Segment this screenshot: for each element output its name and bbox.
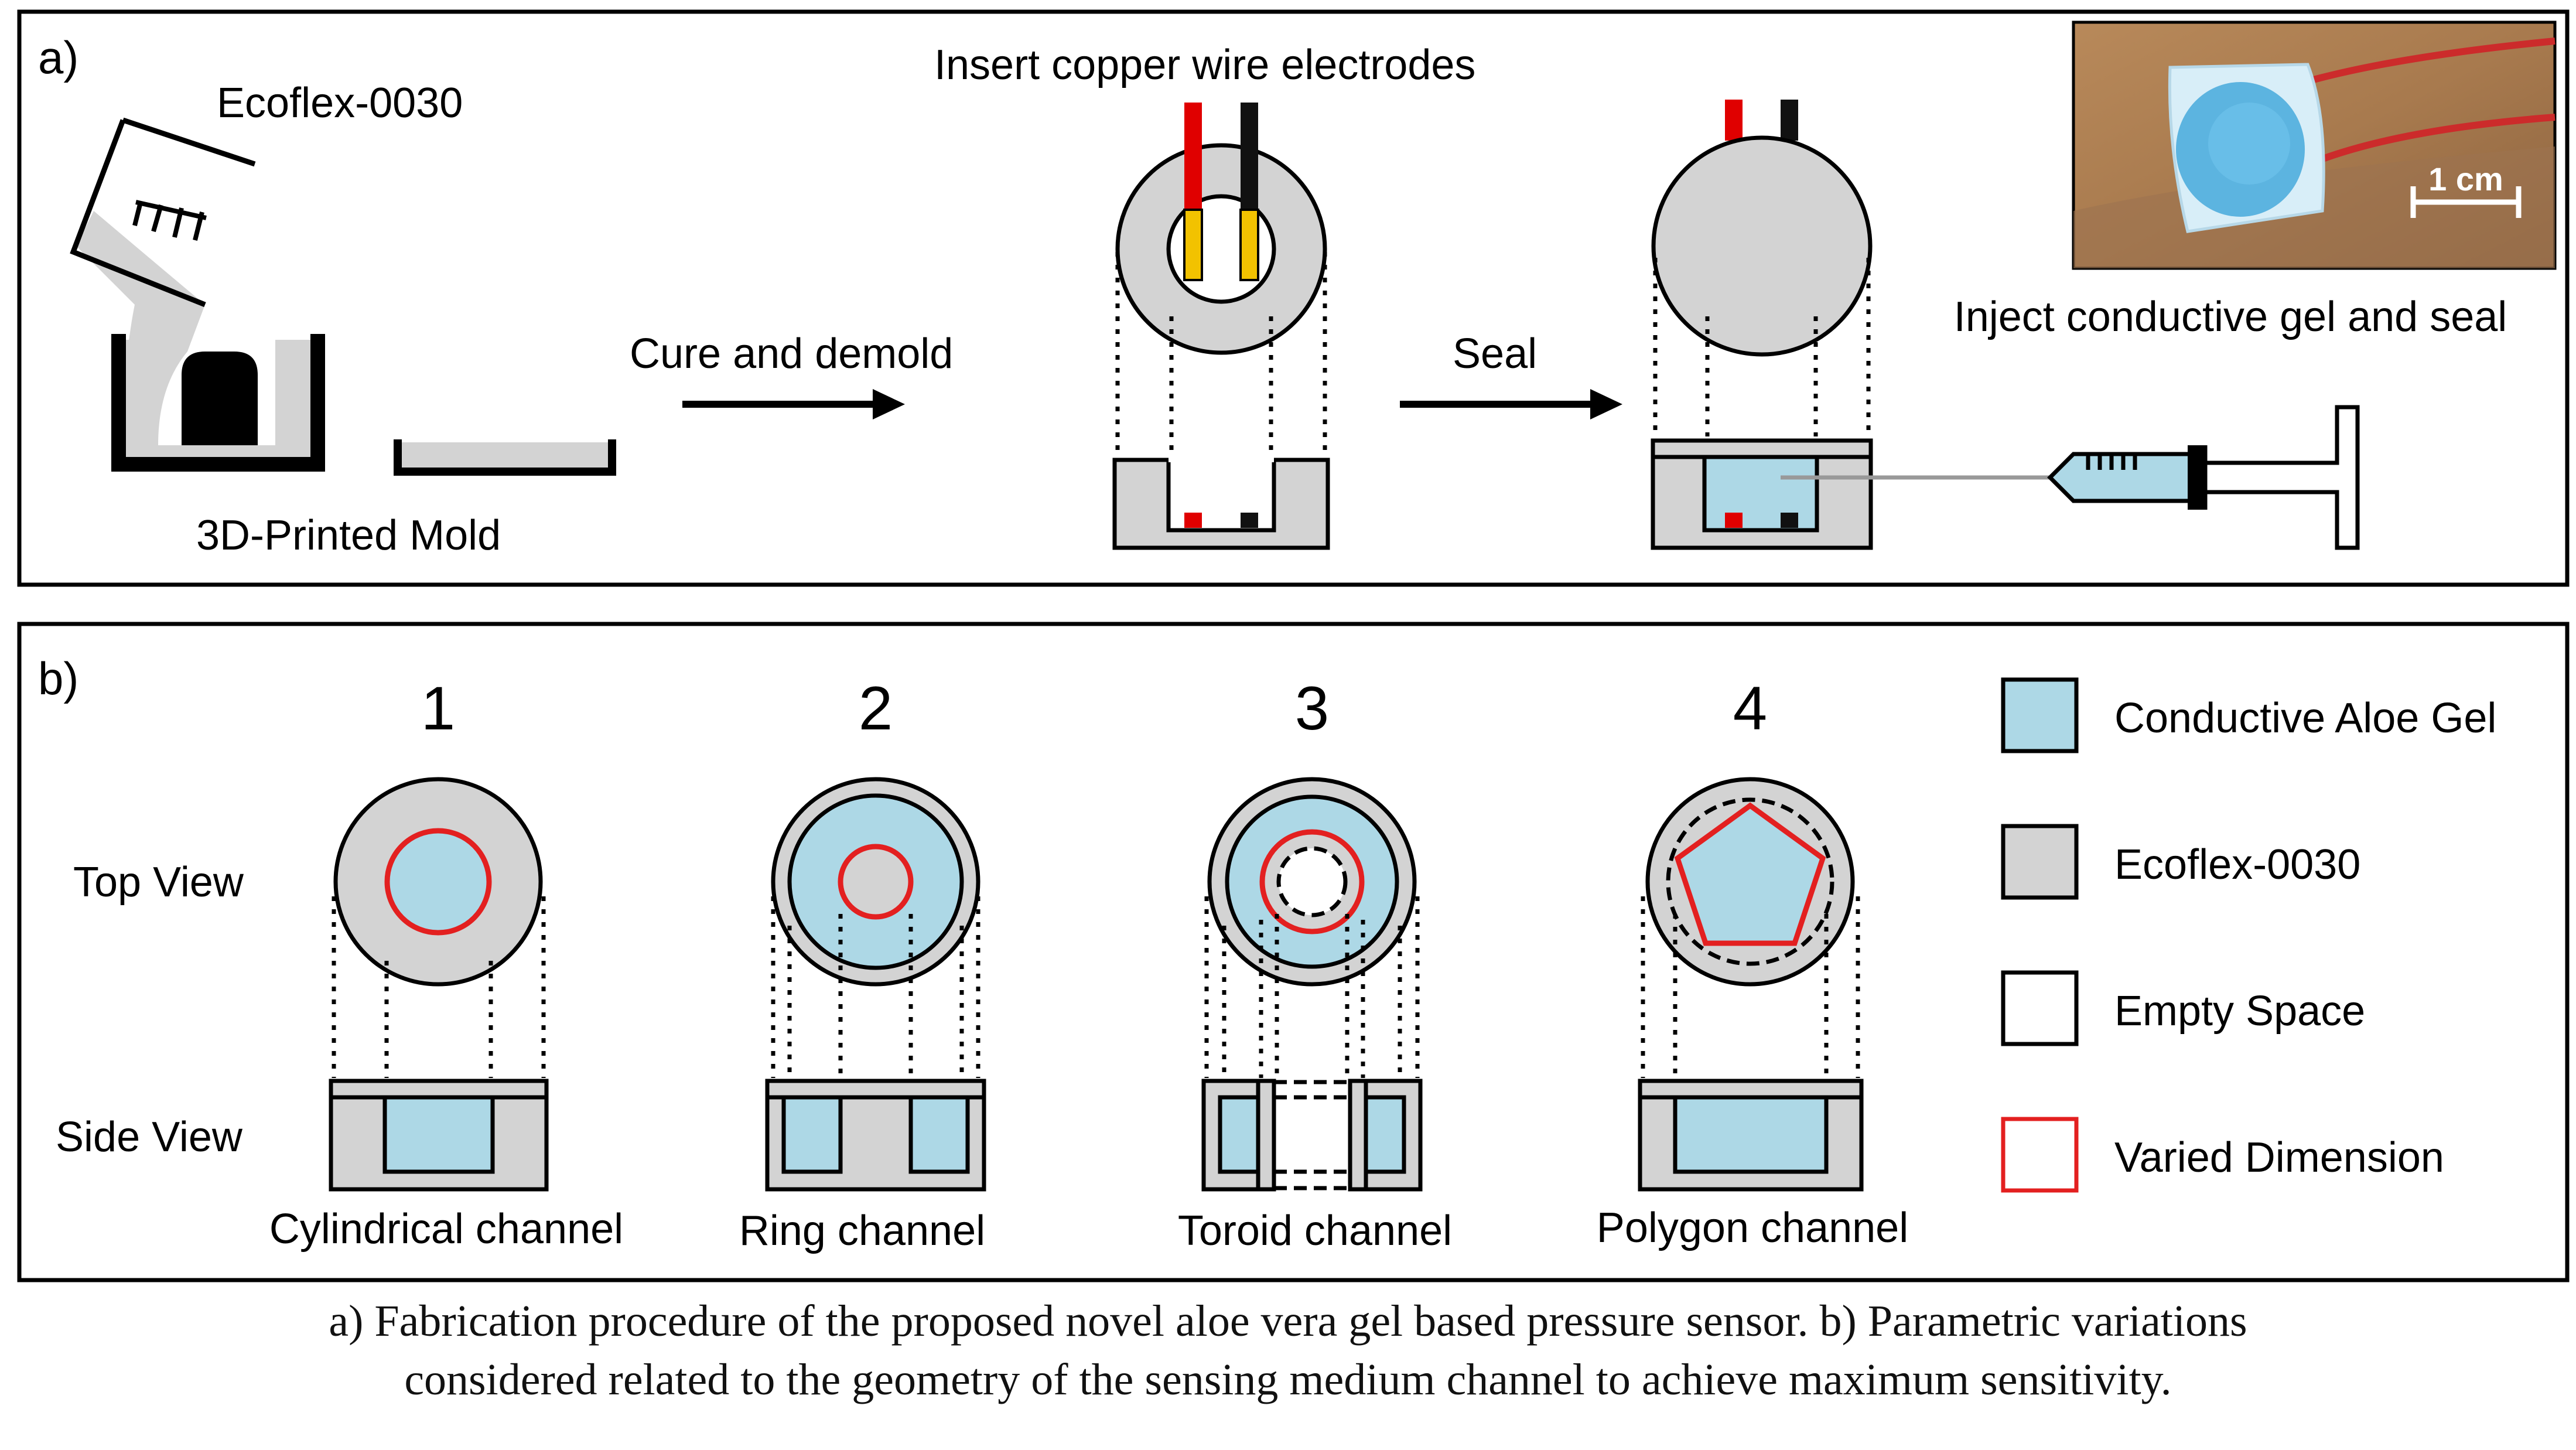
column-caption: Polygon channel [1597,1205,1908,1251]
sealed-projection-lines [1653,258,1871,436]
caption-line-1: a) Fabrication procedure of the proposed… [329,1297,2247,1346]
panel-b: b) Top View Side View 1 2 3 4 Cylindrica… [17,622,2570,1282]
inject-label: Inject conductive gel and seal [1954,294,2507,340]
column-number: 3 [1295,674,1329,743]
toroid-channel-diagram: Toroid channel [1178,777,1452,1254]
syringe [1781,405,2360,550]
side-view-label: Side View [56,1114,243,1161]
cure-label: Cure and demold [630,330,953,377]
sensor-photo: 1 cm [2072,21,2557,270]
panel-a: a) Ecoflex-0030 3D-Printed Mold Cure and… [17,9,2570,587]
ring-channel-diagram: Ring channel [739,777,986,1254]
column-caption: Toroid channel [1178,1207,1452,1254]
legend-label: Empty Space [2114,988,2365,1035]
sealed-side-view [1651,438,1873,550]
insert-label: Insert copper wire electrodes [934,42,1475,88]
top-view-label: Top View [73,859,244,906]
ring-top-view [1115,103,1327,355]
legend: Conductive Aloe Gel Ecoflex-0030 Empty S… [2001,677,2496,1193]
seal-label: Seal [1453,330,1537,377]
legend-label: Ecoflex-0030 [2114,841,2360,888]
varied-swatch-icon [2001,1117,2079,1193]
column-caption: Cylindrical channel [269,1206,623,1253]
column-caption: Ring channel [739,1207,985,1254]
empty-swatch-icon [2001,970,2079,1046]
panel-b-label: b) [38,653,78,704]
legend-label: Varied Dimension [2114,1134,2444,1181]
polygon-channel-diagram: Polygon channel [1597,777,1908,1251]
ring-projection-lines [1115,252,1327,457]
gel-swatch-icon [2001,677,2079,753]
sealed-top-view [1651,100,1873,357]
pouring-container [70,117,256,445]
ecoflex-label: Ecoflex-0030 [217,80,463,127]
caption-line-2: considered related to the geometry of th… [404,1355,2172,1404]
figure-caption: a) Fabrication procedure of the proposed… [0,1292,2576,1409]
seal-arrow [1400,389,1622,419]
ring-side-view [1112,458,1330,550]
column-number: 2 [859,674,893,743]
mold-with-ecoflex [111,334,325,472]
legend-label: Conductive Aloe Gel [2114,695,2496,742]
column-number: 4 [1733,674,1767,743]
ecoflex-swatch-icon [2001,824,2079,900]
scale-bar-label: 1 cm [2428,161,2503,197]
panel-a-label: a) [38,32,78,83]
mold-label: 3D-Printed Mold [196,512,501,559]
column-number: 1 [421,674,455,743]
demolded-part [394,439,616,476]
cylindrical-channel-diagram: Cylindrical channel [269,777,623,1253]
cure-arrow [682,389,905,419]
